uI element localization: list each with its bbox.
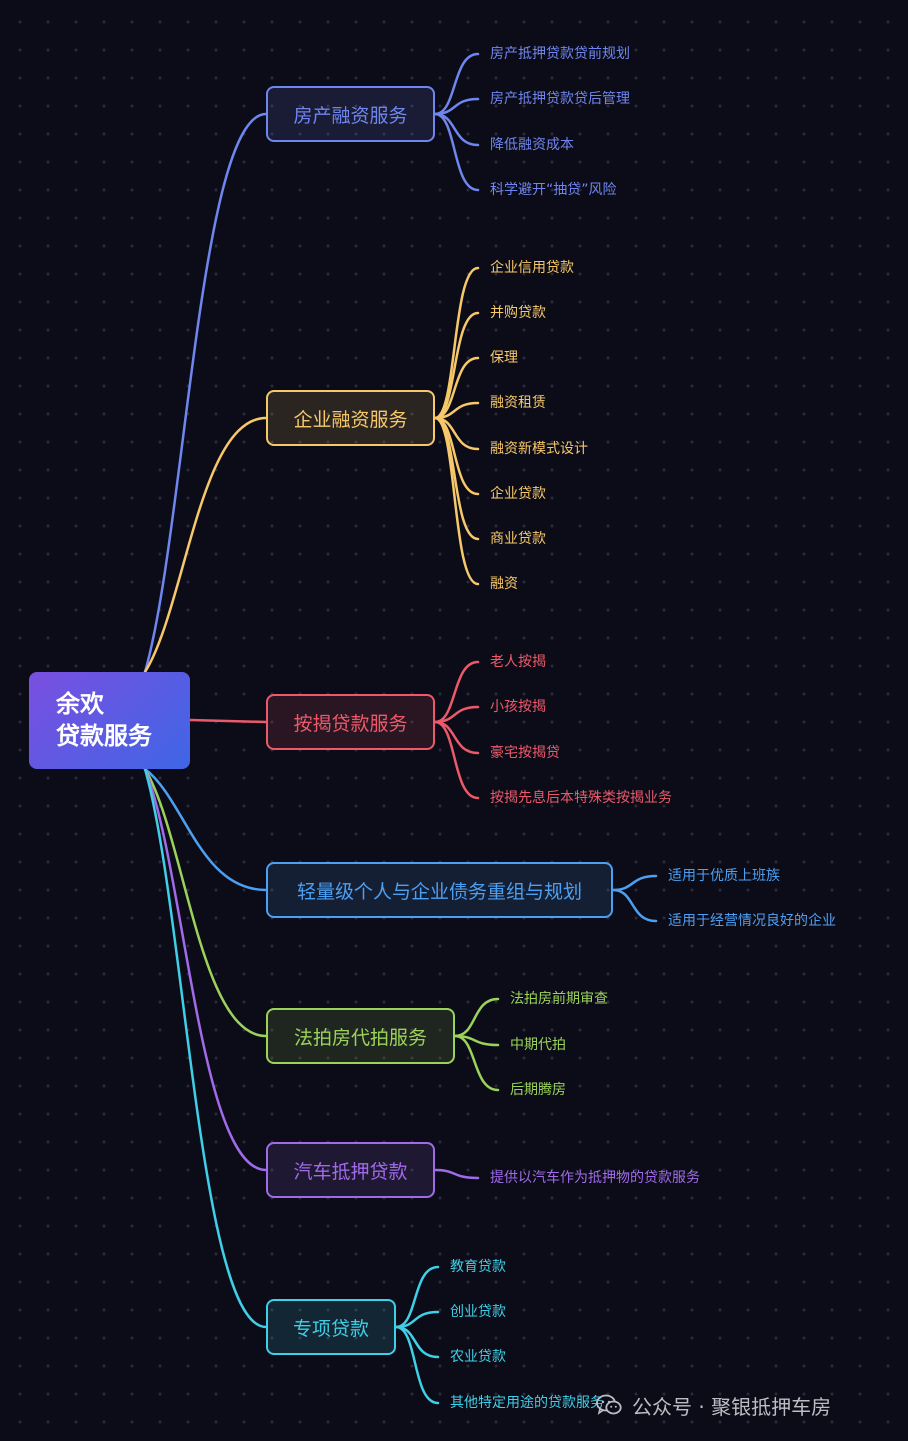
leaf-node: 适用于优质上班族 [668, 868, 780, 884]
leaf-node: 中期代拍 [510, 1037, 566, 1053]
branch-connector [143, 767, 268, 892]
leaf-node: 后期腾房 [510, 1082, 566, 1098]
leaf-connector [433, 311, 480, 420]
leaf-node: 房产抵押贷款贷后管理 [490, 91, 630, 107]
branch-connector [188, 718, 268, 724]
leaf-connector [433, 720, 480, 755]
leaf-connector [433, 720, 480, 800]
branch-label: 法拍房代拍服务 [293, 1026, 427, 1049]
branch-connector [143, 112, 268, 674]
leaf-connector [433, 356, 480, 420]
branch-label: 房产融资服务 [293, 104, 408, 127]
leaf-node: 商业贷款 [490, 531, 546, 547]
leaf-connector [394, 1325, 440, 1405]
root-title-line1: 余欢 [56, 690, 104, 718]
leaf-node: 融资 [490, 576, 518, 592]
leaf-connector [611, 888, 658, 923]
branch-node: 法拍房代拍服务 [266, 1008, 455, 1064]
branch-connector [143, 416, 268, 674]
wechat-icon [596, 1394, 622, 1415]
leaf-connector [453, 1034, 500, 1092]
leaf-node: 保理 [490, 350, 518, 366]
leaf-node: 并购贷款 [490, 305, 546, 321]
leaf-connector [394, 1265, 440, 1329]
branch-node: 房产融资服务 [266, 86, 435, 142]
leaf-node: 科学避开“抽贷”风险 [490, 182, 617, 198]
branch-node: 汽车抵押贷款 [266, 1142, 435, 1198]
leaf-node: 其他特定用途的贷款服务 [450, 1395, 604, 1411]
leaf-connector [433, 416, 480, 586]
leaf-connector [433, 660, 480, 724]
root-node: 余欢 贷款服务 [29, 672, 190, 769]
leaf-connector [453, 997, 500, 1038]
leaf-node: 老人按揭 [490, 654, 546, 670]
leaf-node: 企业信用贷款 [490, 260, 574, 276]
watermark: 公众号 · 聚银抵押车房 [596, 1392, 832, 1419]
leaf-node: 降低融资成本 [490, 137, 574, 153]
leaf-connector [433, 1168, 480, 1180]
leaf-connector [433, 266, 480, 420]
branch-connector [143, 767, 268, 1172]
leaf-node: 创业贷款 [450, 1304, 506, 1320]
leaf-node: 房产抵押贷款贷前规划 [490, 46, 630, 62]
root-title-line2: 贷款服务 [56, 722, 152, 750]
branch-label: 轻量级个人与企业债务重组与规划 [296, 880, 582, 903]
leaf-node: 法拍房前期审查 [510, 991, 608, 1007]
branch-label: 汽车抵押贷款 [293, 1160, 408, 1183]
leaf-node: 农业贷款 [450, 1349, 506, 1365]
leaf-node: 教育贷款 [450, 1259, 506, 1275]
leaf-connector [433, 112, 480, 192]
branch-connector [143, 767, 268, 1038]
watermark-text: 公众号 · 聚银抵押车房 [632, 1394, 832, 1419]
branch-node: 企业融资服务 [266, 390, 435, 446]
leaf-connector [611, 874, 658, 892]
branch-label: 企业融资服务 [293, 408, 408, 431]
leaf-node: 豪宅按揭贷 [490, 745, 560, 761]
leaf-node: 提供以汽车作为抵押物的贷款服务 [490, 1170, 700, 1186]
leaf-node: 适用于经营情况良好的企业 [668, 913, 836, 929]
branch-node: 按揭贷款服务 [266, 694, 435, 750]
leaf-node: 按揭先息后本特殊类按揭业务 [490, 790, 672, 806]
leaf-connector [394, 1325, 440, 1359]
branch-node: 专项贷款 [266, 1299, 396, 1355]
leaf-node: 小孩按揭 [490, 699, 546, 715]
leaf-node: 企业贷款 [490, 486, 546, 502]
branch-connector [143, 767, 268, 1329]
branch-label: 专项贷款 [292, 1317, 369, 1340]
branch-node: 轻量级个人与企业债务重组与规划 [266, 862, 613, 918]
leaf-node: 融资租赁 [490, 395, 546, 411]
leaf-node: 融资新模式设计 [490, 441, 588, 457]
leaf-connector [433, 112, 480, 147]
branch-label: 按揭贷款服务 [293, 712, 408, 735]
leaf-connector [433, 52, 480, 116]
